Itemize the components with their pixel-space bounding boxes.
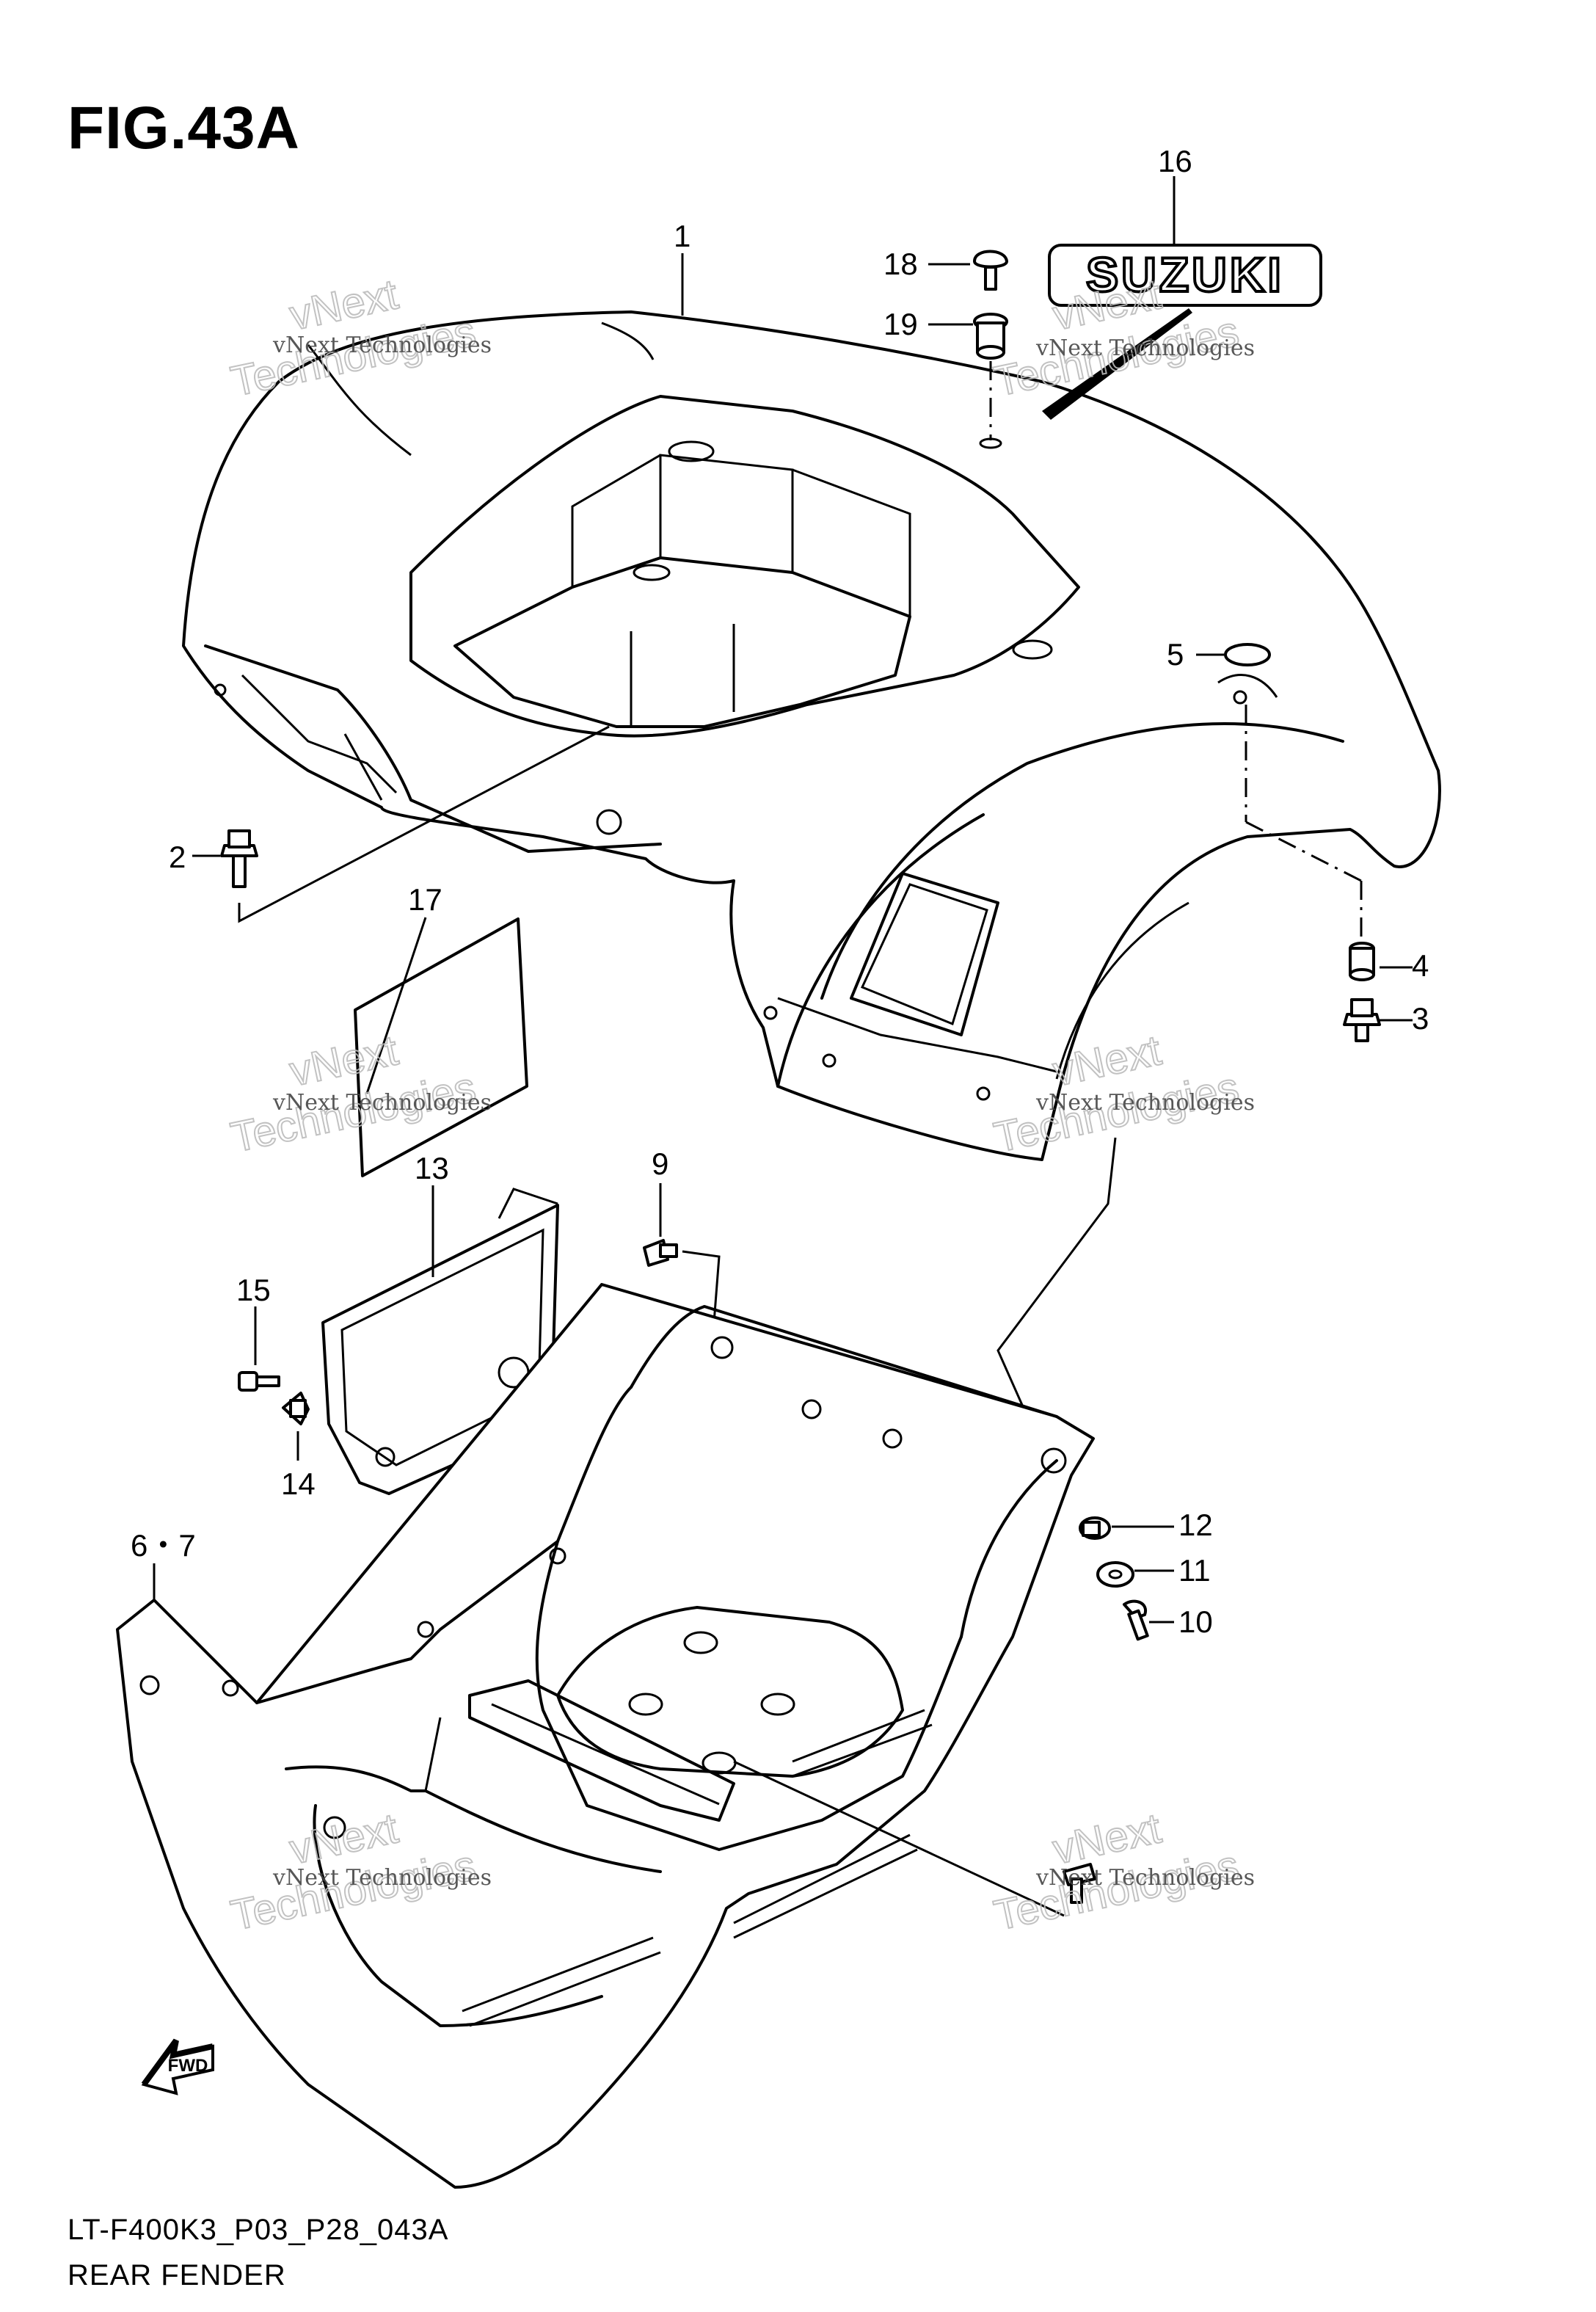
- svg-text:vNext Technologies: vNext Technologies: [272, 1865, 492, 1891]
- callout-19[interactable]: 19: [883, 307, 918, 341]
- callout-6-7[interactable]: 6・7: [131, 1528, 196, 1563]
- leader-line: [365, 917, 427, 1094]
- callout-11[interactable]: 11: [1178, 1553, 1211, 1588]
- nut-19-part[interactable]: [973, 313, 1008, 360]
- suzuki-decal-part[interactable]: SUZUKI: [1048, 244, 1322, 307]
- svg-text:vNext Technologies: vNext Technologies: [1035, 1865, 1255, 1891]
- callout-3[interactable]: 3: [1412, 1001, 1429, 1036]
- svg-text:vNext Technologies: vNext Technologies: [1035, 1090, 1255, 1116]
- callout-5[interactable]: 5: [1167, 637, 1184, 672]
- callout-17[interactable]: 17: [408, 882, 442, 917]
- svg-text:vNext Technologies: vNext Technologies: [272, 1090, 492, 1116]
- screw-18-part[interactable]: [973, 250, 1008, 291]
- screw-10-part[interactable]: [1123, 1599, 1149, 1641]
- brand-decal-text: SUZUKI: [1086, 247, 1284, 302]
- grommet-5-part[interactable]: [1224, 643, 1271, 666]
- collar-4-part[interactable]: [1349, 942, 1375, 981]
- dashed-guide: [1245, 821, 1362, 882]
- fwd-arrow-icon: FWD: [141, 2038, 214, 2095]
- rear-fender-part[interactable]: [182, 310, 1441, 1161]
- callout-4[interactable]: 4: [1412, 948, 1429, 983]
- callout-15[interactable]: 15: [236, 1273, 271, 1307]
- figure-title: FIG.43A: [68, 95, 300, 161]
- callout-10[interactable]: 10: [1178, 1604, 1213, 1639]
- callout-12[interactable]: 12: [1178, 1508, 1213, 1542]
- plate-17-part[interactable]: [354, 917, 528, 1177]
- model-code: LT-F400K3_P03_P28_043A: [68, 2214, 449, 2246]
- washer-11-part[interactable]: [1096, 1561, 1134, 1588]
- svg-text:vNext Technologies: vNext Technologies: [1035, 335, 1255, 361]
- bolt-2-part[interactable]: [220, 829, 258, 888]
- figure-name: REAR FENDER: [68, 2259, 286, 2291]
- footrest-6-7-part[interactable]: [116, 1283, 1095, 2189]
- clip-9-part[interactable]: [643, 1239, 678, 1267]
- callout-9[interactable]: 9: [652, 1146, 668, 1181]
- svg-text:vNext Technologies: vNext Technologies: [272, 332, 492, 358]
- callout-2[interactable]: 2: [169, 840, 186, 874]
- decal-pointer-icon: [1042, 308, 1192, 420]
- mounting-hole: [979, 437, 1002, 449]
- callout-16[interactable]: 16: [1158, 144, 1192, 178]
- callout-14[interactable]: 14: [281, 1466, 316, 1501]
- fwd-label: FWD: [168, 2056, 208, 2076]
- callout-18[interactable]: 18: [883, 247, 918, 281]
- bolt-3-part[interactable]: [1343, 998, 1381, 1042]
- leader-line: [733, 1760, 1065, 1917]
- screw-15-part[interactable]: [238, 1371, 280, 1392]
- nut-12-part[interactable]: [1079, 1516, 1111, 1540]
- clip-14-part[interactable]: [282, 1392, 310, 1425]
- callout-1[interactable]: 1: [674, 219, 690, 253]
- leader-line: [238, 725, 610, 923]
- bolt-8-part[interactable]: [1063, 1863, 1096, 1904]
- leader-line: [996, 1137, 1117, 1417]
- callout-13[interactable]: 13: [415, 1151, 449, 1185]
